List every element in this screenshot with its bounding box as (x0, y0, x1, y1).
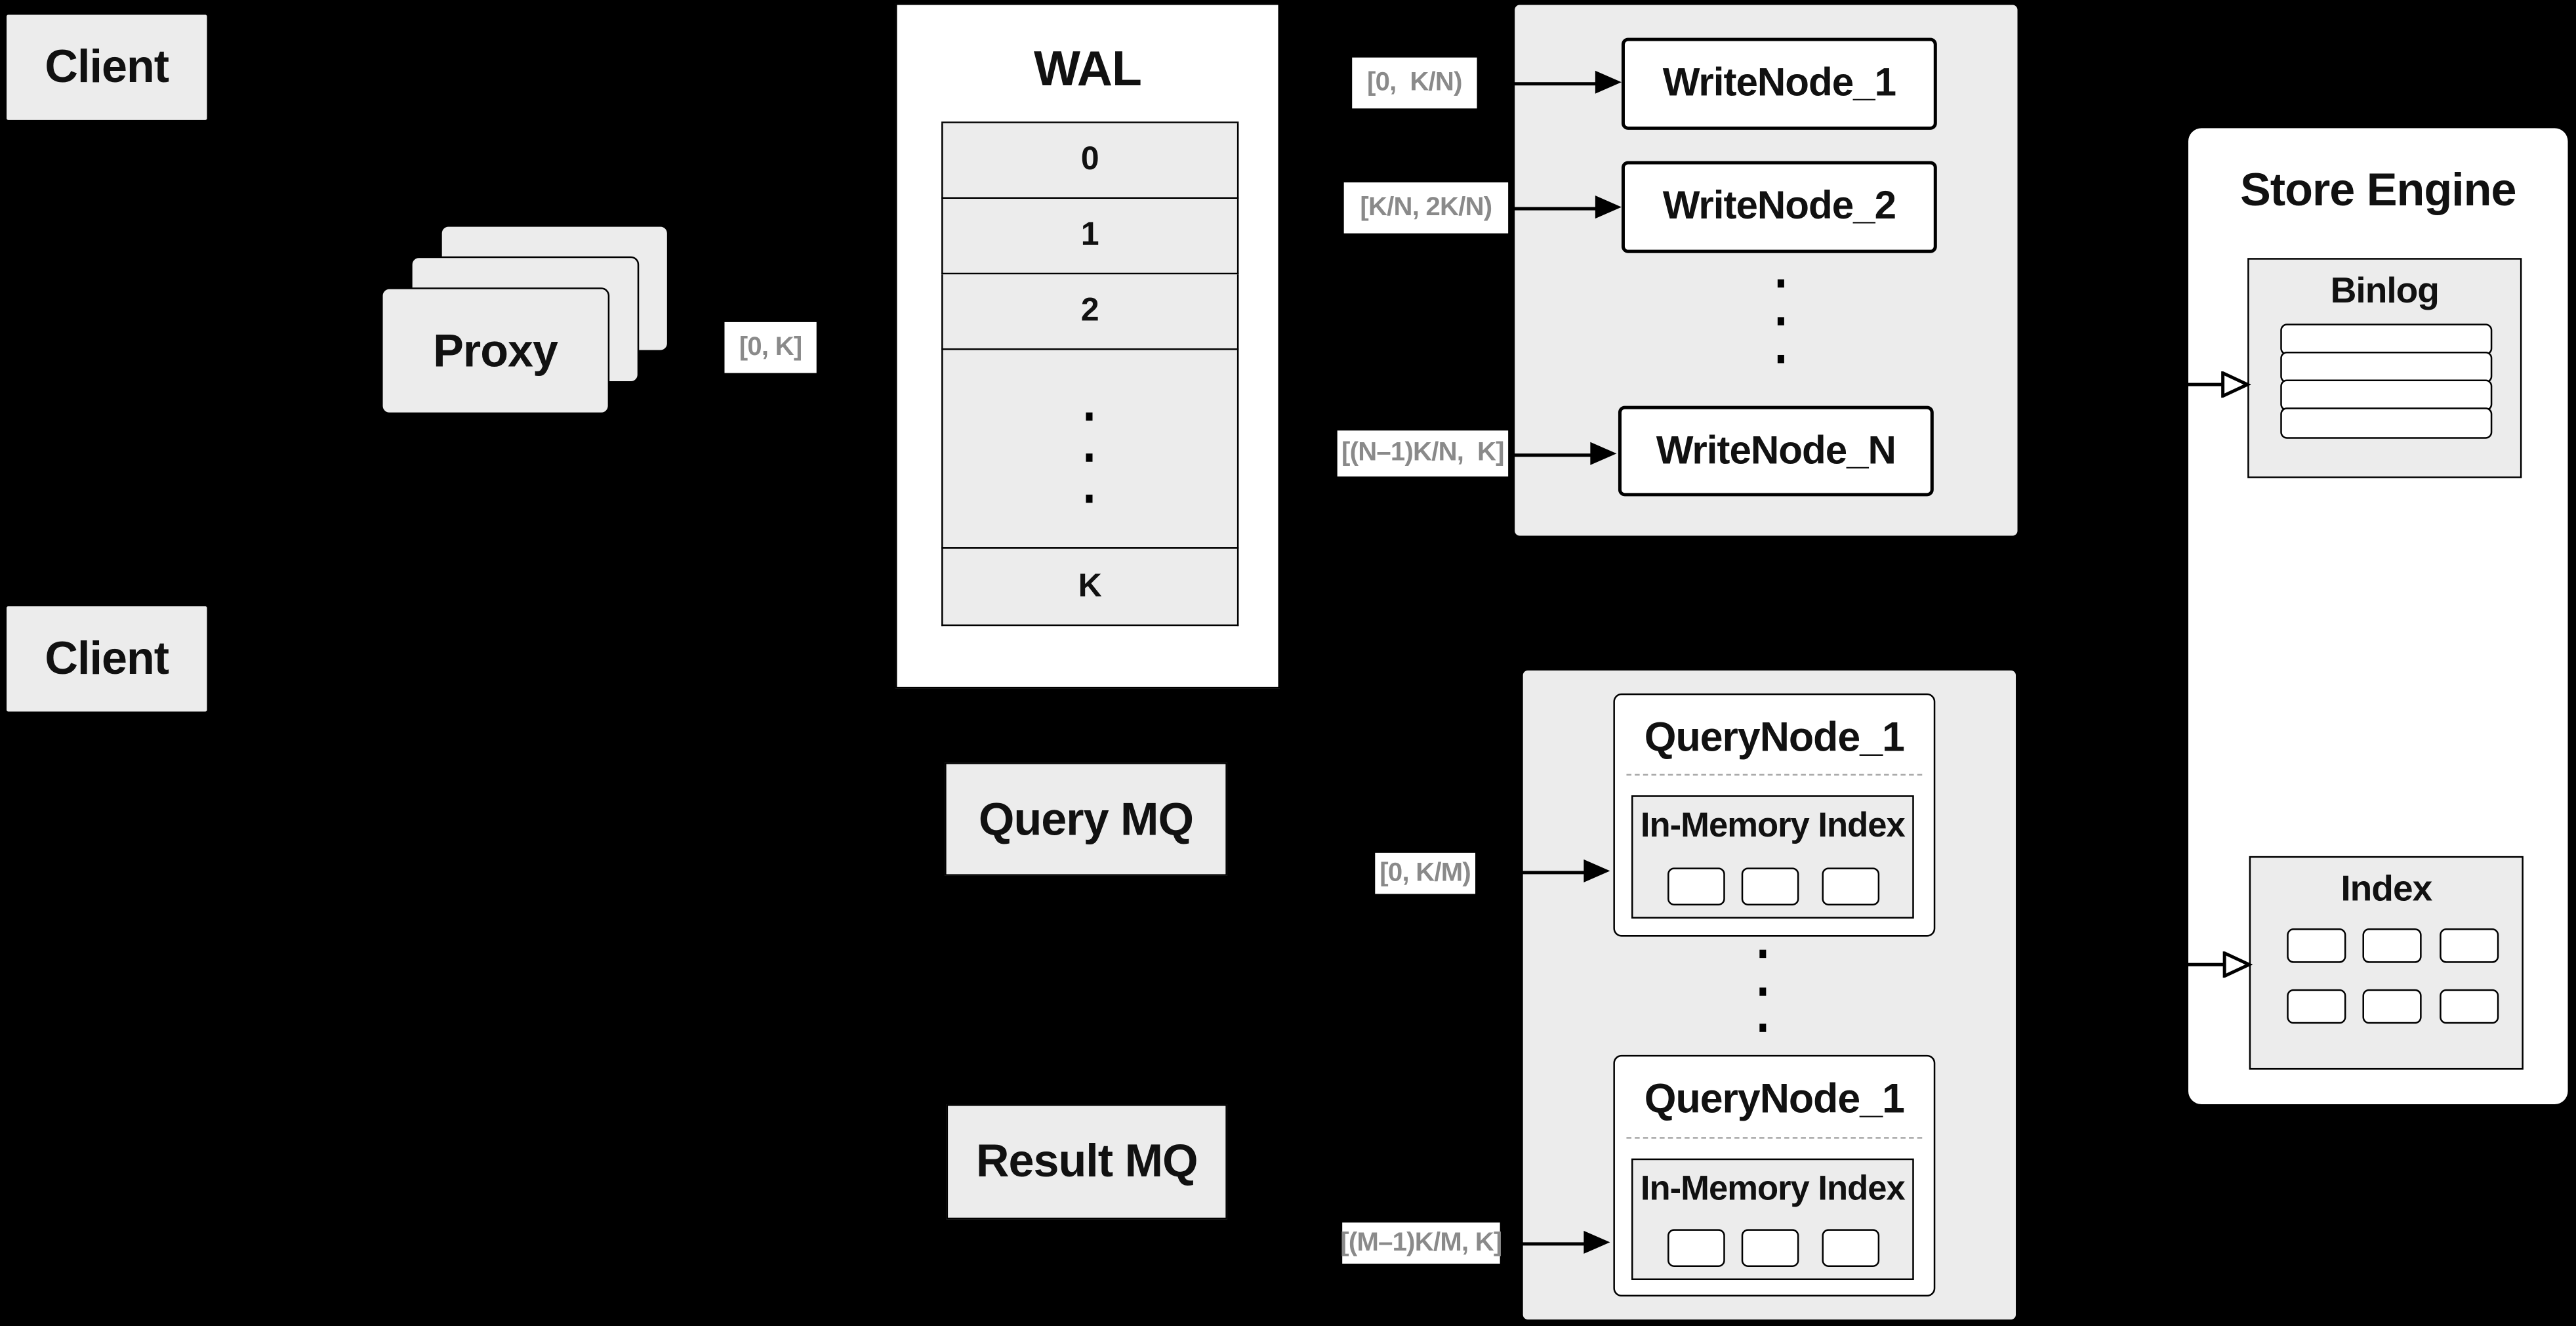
write-node-2: WriteNode_2 (1621, 161, 1937, 253)
ellipsis-dot-icon (1086, 494, 1093, 503)
ellipsis-dot-icon (1777, 354, 1784, 363)
in-memory-index-title: In-Memory Index (1640, 806, 1906, 845)
open-right-arrow-icon (2221, 371, 2251, 398)
index-slot (2287, 989, 2346, 1024)
query-node-title: QueryNode_1 (1644, 715, 1905, 761)
write-node-1: WriteNode_1 (1621, 37, 1937, 130)
index-slot (2440, 989, 2499, 1024)
ellipsis-dot-icon (1086, 412, 1093, 421)
query-mq-node: Query MQ (945, 762, 1227, 876)
dashed-divider (1626, 774, 1923, 776)
binlog-rows (2280, 324, 2520, 438)
range-label-kn-2kn: [K/N, 2K/N) (1343, 182, 1509, 234)
range-label-n1kn-k: [(N–1)K/N, K] (1337, 430, 1509, 477)
segment-slot (1741, 1229, 1799, 1267)
ellipsis-dot-icon (1759, 1024, 1766, 1031)
wal-segment-ellipsis (941, 350, 1239, 549)
binlog-row (2280, 324, 2493, 355)
solid-right-arrow-icon (1584, 859, 1610, 882)
client-label: Client (45, 632, 169, 684)
binlog-title: Binlog (2330, 269, 2440, 311)
segment-slot (1667, 867, 1725, 905)
range-label-m1km-k: [(M–1)K/M, K] (1340, 1222, 1502, 1264)
in-memory-index-title: In-Memory Index (1640, 1170, 1906, 1208)
ellipsis-dot-icon (1759, 987, 1766, 995)
query-node-title: QueryNode_1 (1644, 1076, 1905, 1123)
index-slot (2362, 989, 2422, 1024)
binlog-box: Binlog (2247, 258, 2522, 478)
index-slot (2287, 928, 2346, 963)
wal-title: WAL (1033, 43, 1142, 97)
segment-slot (1741, 867, 1799, 905)
query-mq-label: Query MQ (978, 793, 1194, 844)
wal-segment-2: 2 (941, 274, 1239, 350)
dashed-divider (1626, 1137, 1923, 1139)
result-mq-label: Result MQ (975, 1135, 1198, 1187)
write-node-label: WriteNode_1 (1662, 60, 1896, 106)
binlog-row (2280, 380, 2493, 411)
ellipsis-dot-icon (1759, 949, 1766, 957)
result-mq-node: Result MQ (946, 1104, 1227, 1220)
in-memory-index-box: In-Memory Index (1631, 1158, 1914, 1281)
store-engine-title: Store Engine (2240, 164, 2516, 216)
wal-segment-1: 1 (941, 199, 1239, 275)
in-memory-index-box: In-Memory Index (1631, 795, 1914, 919)
solid-right-arrow-icon (1595, 196, 1622, 219)
segment-slot (1822, 1229, 1880, 1267)
range-label-0-kn: [0, K/N) (1352, 57, 1477, 109)
wal-table: 0 1 2 K (941, 121, 1239, 627)
index-title: Index (2341, 867, 2432, 909)
range-label-0-km: [0, K/M) (1375, 852, 1476, 894)
query-node-m: QueryNode_1 In-Memory Index (1613, 1054, 1936, 1297)
index-slot (2362, 928, 2422, 963)
binlog-row (2280, 352, 2493, 383)
query-node-1: QueryNode_1 In-Memory Index (1613, 693, 1936, 937)
ellipsis-dot-icon (1086, 453, 1093, 462)
ellipsis-dot-icon (1777, 317, 1784, 325)
wal-segment-0: 0 (941, 123, 1239, 199)
client-label: Client (45, 41, 169, 93)
solid-right-arrow-icon (1595, 70, 1622, 94)
open-right-arrow-icon (2222, 951, 2253, 978)
solid-right-arrow-icon (1584, 1230, 1610, 1254)
segment-slot (1822, 867, 1880, 905)
index-slot (2440, 928, 2499, 963)
ellipsis-dot-icon (1777, 279, 1784, 288)
wal-segment-k: K (941, 549, 1239, 627)
range-label-0-k: [0, K] (724, 321, 817, 373)
write-node-n: WriteNode_N (1618, 405, 1934, 497)
write-node-label: WriteNode_2 (1662, 184, 1896, 229)
segment-slot (1667, 1229, 1725, 1267)
binlog-row (2280, 407, 2493, 438)
index-box: Index (2249, 856, 2524, 1070)
proxy-label: Proxy (433, 324, 558, 376)
solid-right-arrow-icon (1590, 442, 1617, 465)
client-node-top: Client (5, 13, 209, 122)
proxy-node: Proxy (381, 287, 610, 415)
write-node-label: WriteNode_N (1656, 428, 1896, 473)
client-node-bottom: Client (5, 604, 209, 713)
